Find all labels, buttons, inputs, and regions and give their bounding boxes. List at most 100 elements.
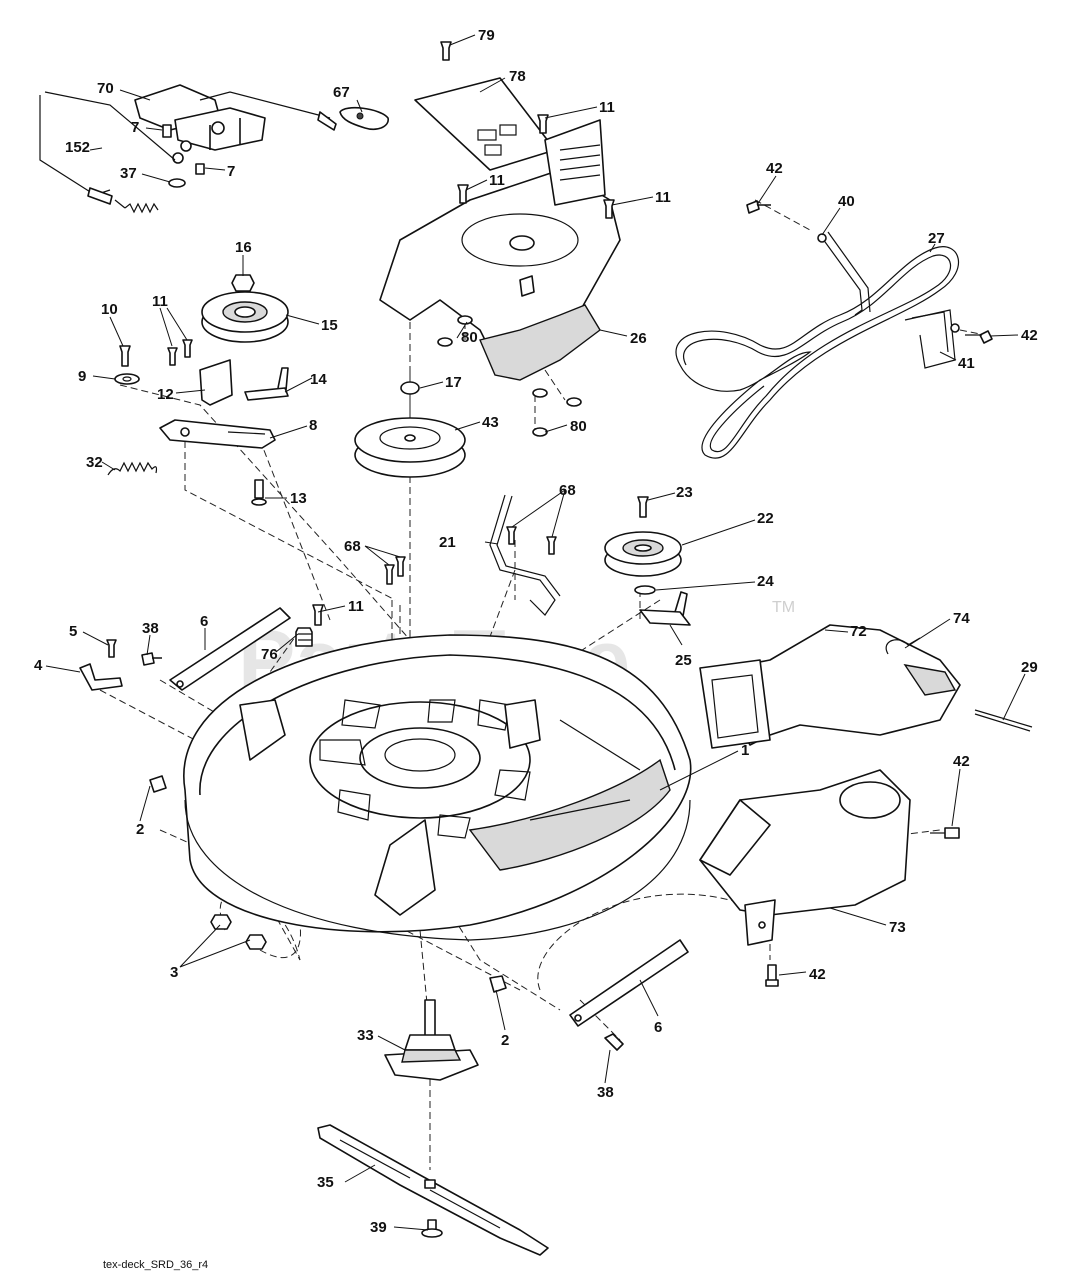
bolt-11-pair	[167, 339, 193, 366]
bolt-13	[251, 479, 267, 506]
callout-38: 38	[597, 1084, 614, 1101]
lift-control-assembly	[39, 84, 337, 214]
nut-17	[400, 381, 420, 395]
blade-35	[317, 1124, 549, 1256]
callout-21: 21	[439, 534, 456, 551]
mower-deck-1	[183, 634, 692, 941]
callout-8: 8	[309, 417, 317, 434]
bolt-42b	[965, 330, 993, 344]
callout-11: 11	[489, 172, 505, 189]
watermark-trademark: TM	[772, 599, 795, 616]
callout-42: 42	[953, 753, 970, 770]
callout-24: 24	[757, 573, 774, 590]
callout-11: 11	[152, 293, 168, 310]
callout-42: 42	[1021, 327, 1038, 344]
callout-39: 39	[370, 1219, 387, 1236]
callout-80: 80	[461, 329, 478, 346]
clip-74	[885, 637, 921, 655]
bolt-7b	[195, 163, 205, 175]
nut-16	[231, 274, 255, 292]
nuts-3	[210, 914, 267, 950]
callout-38: 38	[142, 620, 159, 637]
bolt-11-top-a	[537, 114, 549, 134]
callout-79: 79	[478, 27, 495, 44]
callouts: 70 7 7 152 37 67 79 78 11 11 11 26 80 80…	[34, 27, 1038, 1236]
washer-24	[634, 585, 656, 595]
callout-40: 40	[838, 193, 855, 210]
mount-4	[79, 663, 123, 691]
deflector-73	[699, 769, 911, 946]
callout-22: 22	[757, 510, 774, 527]
washer-9	[114, 373, 140, 385]
callout-27: 27	[928, 230, 945, 247]
callout-72: 72	[850, 623, 867, 640]
bolt-68b	[546, 536, 557, 555]
callout-68: 68	[559, 482, 576, 499]
bolt-23	[637, 496, 649, 518]
callout-70: 70	[97, 80, 114, 97]
callout-32: 32	[86, 454, 103, 471]
bolt-42a	[746, 200, 771, 214]
callout-42: 42	[809, 966, 826, 983]
callout-7: 7	[227, 163, 235, 180]
discharge-chute-72	[699, 624, 961, 749]
callout-25: 25	[675, 652, 692, 669]
bolt-42d	[765, 964, 779, 987]
pulley-43	[354, 417, 466, 478]
spindle-33	[384, 999, 479, 1081]
idler-arm-8	[159, 419, 276, 449]
callout-12: 12	[157, 386, 174, 403]
link-6b	[569, 939, 689, 1027]
bolt-68a	[506, 526, 517, 545]
callout-67: 67	[333, 84, 350, 101]
callout-2: 2	[136, 821, 144, 838]
callout-15: 15	[321, 317, 338, 334]
bolt-79	[440, 41, 452, 61]
callout-13: 13	[290, 490, 307, 507]
callout-80: 80	[570, 418, 587, 435]
bolt-7a	[162, 124, 172, 138]
callout-41: 41	[958, 355, 975, 372]
callout-17: 17	[445, 374, 462, 391]
pin-2a	[149, 775, 167, 793]
pin-2b	[489, 975, 507, 993]
callout-26: 26	[630, 330, 647, 347]
belt-guide-40	[817, 231, 871, 316]
bolt-10	[119, 345, 131, 367]
leader-lines	[45, 34, 1026, 1231]
knob	[339, 106, 389, 131]
callout-11: 11	[599, 99, 615, 116]
callout-74: 74	[953, 610, 970, 627]
bolt-11-top-b	[457, 184, 469, 204]
callout-43: 43	[482, 414, 499, 431]
link-6a	[169, 607, 291, 691]
bolt-11-top-c	[603, 199, 615, 219]
spring-32	[107, 461, 158, 476]
callout-2: 2	[501, 1032, 509, 1049]
bolt-11-mid	[312, 604, 324, 626]
callout-4: 4	[34, 657, 43, 674]
callout-9: 9	[78, 368, 86, 385]
nut-80a	[437, 315, 473, 347]
callout-35: 35	[317, 1174, 334, 1191]
callout-3: 3	[170, 964, 178, 981]
drawing-code: tex-deck_SRD_36_r4	[103, 1259, 208, 1271]
belt-cover-26	[379, 119, 621, 381]
bolt-68c	[384, 556, 406, 585]
callout-68: 68	[344, 538, 361, 555]
washer-37	[168, 178, 186, 188]
callout-33: 33	[357, 1027, 374, 1044]
idler-pulley-22	[604, 531, 682, 577]
rod-29	[974, 709, 1033, 732]
nut-80b	[532, 388, 582, 437]
callout-78: 78	[509, 68, 526, 85]
callout-152: 152	[65, 139, 90, 156]
callout-23: 23	[676, 484, 693, 501]
bolt-38b	[604, 1033, 624, 1051]
drive-belt-27	[675, 246, 959, 459]
callout-10: 10	[101, 301, 118, 318]
bracket-25	[639, 591, 691, 626]
callout-1: 1	[741, 742, 749, 759]
callout-11: 11	[655, 189, 671, 206]
